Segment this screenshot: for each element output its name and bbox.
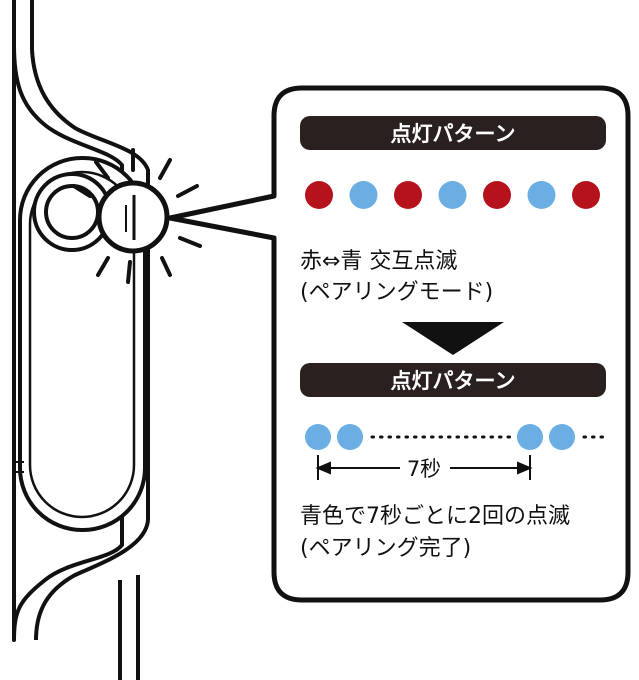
callout-balloon (167, 85, 631, 603)
led-glow-rays (72, 148, 202, 284)
pattern-banner-2 (300, 363, 606, 397)
led-dot-red (394, 181, 422, 209)
device-body-edge (30, 49, 150, 641)
led-dot-red (305, 181, 333, 209)
pattern-banner-2-label: 点灯パターン (391, 369, 516, 393)
blink-dot-2a (517, 424, 543, 450)
device-inner-panel-edge (28, 170, 136, 519)
interval-measure (315, 455, 533, 480)
interval-label: 7秒 (407, 457, 441, 481)
led-dot-blue (527, 181, 556, 209)
pattern-2-description-sub: (ペアリング完了) (300, 536, 471, 561)
device-inner-panel (18, 156, 147, 532)
blink-dot-1a (305, 424, 331, 450)
pattern-1-description: 赤⇔青 交互点滅 (300, 249, 457, 274)
led-dot-blue (438, 181, 467, 209)
led-dot-red (483, 181, 511, 209)
pattern-panel-1: 点灯パターン 赤⇔青 交互点滅 (ペアリングモード) (300, 116, 606, 305)
alternating-dots-row (305, 181, 600, 209)
earphone-remote-illustration (12, 0, 170, 680)
led-dot-blue (349, 181, 378, 209)
pattern-banner-1-label: 点灯パターン (391, 122, 516, 146)
pattern-2-description: 青色で7秒ごとに2回の点滅 (300, 504, 570, 529)
led-dot-red (572, 181, 600, 209)
down-arrow-icon (402, 322, 504, 355)
blink-dot-1b (337, 424, 363, 450)
blink-dot-2b (549, 424, 575, 450)
pattern-panel-2: 点灯パターン 7秒 青色で7秒ごとに2回の点滅 (ペアリング完了) (300, 363, 608, 561)
pattern-banner-1 (300, 116, 606, 150)
pattern-1-description-sub: (ペアリングモード) (300, 280, 493, 305)
